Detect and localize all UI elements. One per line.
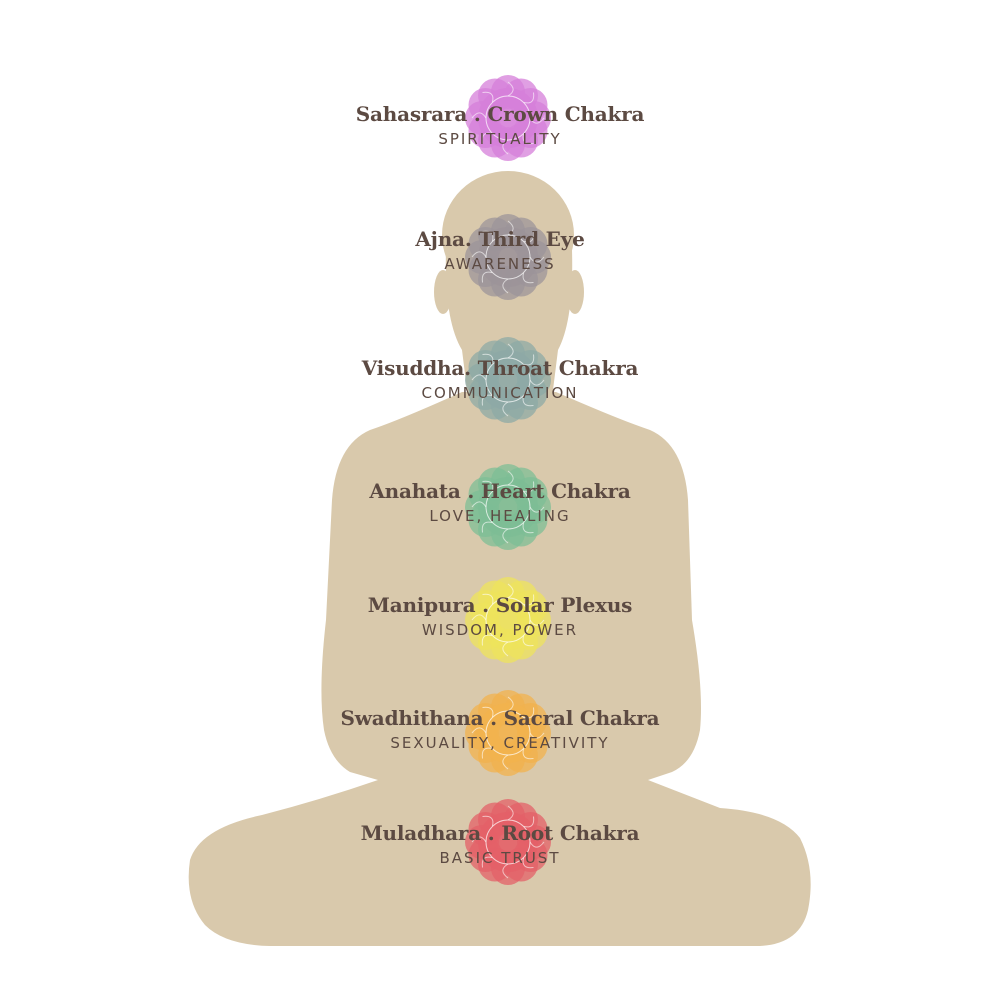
chakra-quality: LOVE, HEALING: [429, 507, 571, 525]
lotus-icon: [465, 690, 551, 776]
chakra-name: Ajna. Third Eye: [415, 227, 585, 251]
chakra-quality: WISDOM, POWER: [421, 621, 579, 639]
chakra-name: Manipura . Solar Plexus: [367, 593, 633, 617]
chakra-quality: SEXUALITY, CREATIVITY: [390, 734, 610, 752]
chakra-crown: Sahasrara . Crown Chakra SPIRITUALITY: [0, 101, 1000, 149]
torso-and-legs: [188, 392, 811, 946]
chakra-quality: SPIRITUALITY: [438, 130, 562, 148]
chakra-throat: Visuddha. Throat Chakra COMMUNICATION: [0, 355, 1000, 403]
chakra-quality: COMMUNICATION: [421, 384, 579, 402]
chakra-heart: Anahata . Heart Chakra LOVE, HEALING: [0, 478, 1000, 526]
chakra-name: Visuddha. Throat Chakra: [361, 356, 639, 380]
chakra-third-eye: Ajna. Third Eye AWARENESS: [0, 226, 1000, 274]
chakra-name: Sahasrara . Crown Chakra: [355, 102, 645, 126]
chakra-solar-plexus: Manipura . Solar Plexus WISDOM, POWER: [0, 592, 1000, 640]
chakra-root: Muladhara . Root Chakra BASIC TRUST: [0, 820, 1000, 868]
chakra-quality: AWARENESS: [444, 255, 556, 273]
lotus-icon: [465, 464, 551, 550]
lotus-icon: [465, 577, 551, 663]
lotus-icon: [465, 75, 551, 161]
lotus-icon: [465, 337, 551, 423]
lotus-icon: [465, 799, 551, 885]
chakra-quality: BASIC TRUST: [439, 849, 561, 867]
lotus-icon: [465, 214, 551, 300]
chakra-name: Muladhara . Root Chakra: [360, 821, 640, 845]
chakra-sacral: Swadhithana . Sacral Chakra SEXUALITY, C…: [0, 705, 1000, 753]
chakra-blobs: [465, 75, 551, 885]
chakra-name: Swadhithana . Sacral Chakra: [340, 706, 660, 730]
chakra-name: Anahata . Heart Chakra: [369, 479, 631, 503]
